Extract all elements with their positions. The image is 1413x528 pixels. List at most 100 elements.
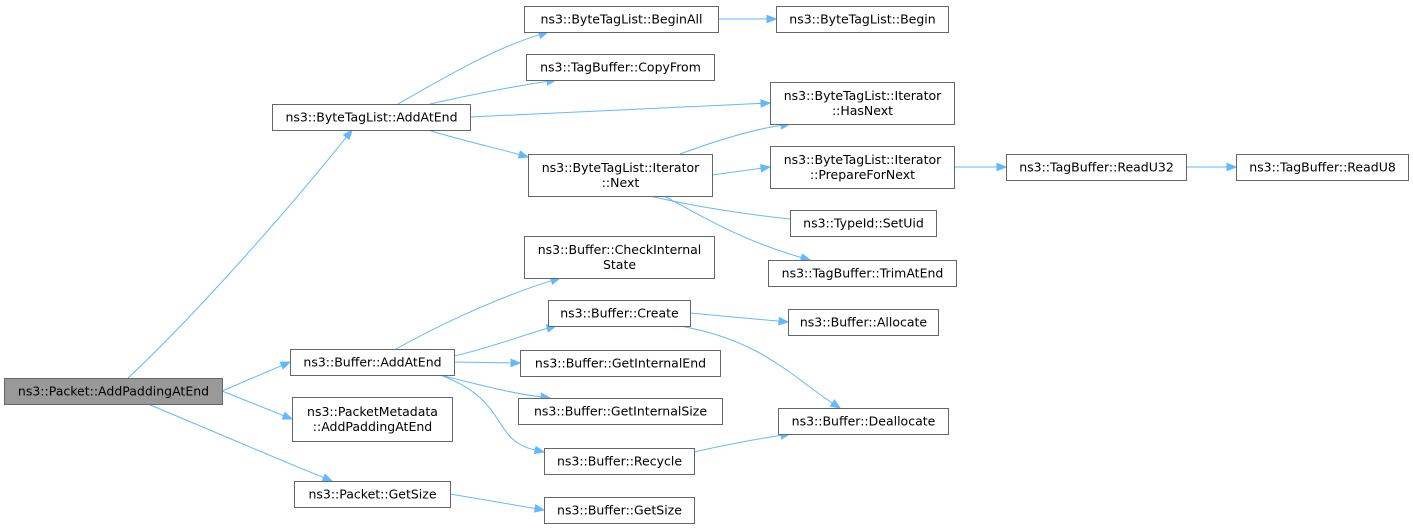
call-graph-nodes: ns3::Packet::AddPaddingAtEnd ns3::ByteTag… (4, 6, 1409, 524)
node-box (520, 350, 721, 377)
node-label: ns3::TagBuffer::ReadU8 (1249, 160, 1396, 175)
node-label: ns3::ByteTagList::Iterator (784, 88, 942, 103)
edge-arrowhead-buf_create-to-buf_dealloc (829, 399, 842, 409)
edge-buf_addatend-to-buf_recycle (439, 374, 536, 451)
node-box (544, 448, 695, 475)
node-box (776, 6, 949, 33)
node-tb_readu32[interactable]: ns3::TagBuffer::ReadU32 (1006, 154, 1187, 181)
node-label: ns3::Buffer::GetInternalEnd (535, 356, 706, 371)
edge-btl_addatend-to-it_hasnext (469, 102, 762, 118)
node-pkt_getsize[interactable]: ns3::Packet::GetSize (294, 481, 451, 508)
node-label: ns3::Buffer::Recycle (557, 454, 682, 469)
node-box (1236, 154, 1409, 181)
edge-root-to-buf_addatend (221, 365, 282, 392)
node-box (1006, 154, 1187, 181)
node-label: ::Next (602, 175, 640, 190)
edge-buf_recycle-to-buf_dealloc (693, 434, 782, 453)
node-label: ns3::PacketMetadata (307, 404, 438, 419)
node-tb_readu8[interactable]: ns3::TagBuffer::ReadU8 (1236, 154, 1409, 181)
edge-btl_addatend-to-it_next (427, 129, 520, 156)
node-buf_addatend[interactable]: ns3::Buffer::AddAtEnd (290, 349, 455, 376)
edge-arrowhead-it_next-to-it_prepare (759, 164, 772, 173)
node-box (272, 104, 471, 131)
edge-arrowhead-btl_addatend-to-it_next (517, 150, 530, 159)
node-box (528, 154, 713, 197)
node-tb_copyfrom[interactable]: ns3::TagBuffer::CopyFrom (526, 54, 715, 81)
node-buf_allocate[interactable]: ns3::Buffer::Allocate (788, 309, 939, 336)
node-label: ns3::Buffer::AddAtEnd (303, 355, 441, 370)
edge-arrowhead-root-to-buf_addatend (279, 361, 292, 370)
node-label: ns3::TagBuffer::CopyFrom (540, 60, 701, 75)
node-label: ns3::TagBuffer::TrimAtEnd (782, 266, 944, 281)
edge-btl_addatend-to-tb_copyfrom (429, 80, 548, 105)
node-box (524, 236, 715, 279)
node-label: ns3::Packet::AddPaddingAtEnd (18, 384, 209, 399)
node-it_next[interactable]: ns3::ByteTagList::Iterator::Next (528, 154, 713, 197)
node-label: ::HasNext (832, 103, 893, 118)
node-it_hasnext[interactable]: ns3::ByteTagList::Iterator::HasNext (770, 82, 955, 125)
node-label: ns3::TagBuffer::ReadU32 (1019, 160, 1174, 175)
node-label: ns3::Buffer::Deallocate (792, 414, 936, 429)
node-buf_getintsize[interactable]: ns3::Buffer::GetInternalSize (518, 398, 723, 425)
node-box (790, 210, 937, 237)
edge-buf_addatend-to-buf_getend (453, 361, 512, 364)
node-label: ns3::Buffer::GetInternalSize (534, 404, 707, 419)
node-box (768, 260, 957, 287)
node-label: ns3::Buffer::CheckInternal (538, 242, 702, 257)
edge-it_next-to-tb_trim (663, 195, 802, 259)
node-buf_create[interactable]: ns3::Buffer::Create (548, 300, 691, 327)
node-box (4, 378, 223, 405)
node-root[interactable]: ns3::Packet::AddPaddingAtEnd (4, 378, 223, 405)
node-tb_trim[interactable]: ns3::TagBuffer::TrimAtEnd (768, 260, 957, 287)
edge-buf_addatend-to-buf_getintsize (439, 374, 542, 398)
node-buf_dealloc[interactable]: ns3::Buffer::Deallocate (778, 408, 949, 435)
node-box (770, 146, 955, 189)
edge-arrowhead-buf_addatend-to-buf_recycle (533, 445, 546, 455)
edge-arrowhead-root-to-pkt_getsize (321, 473, 334, 482)
node-box (524, 6, 719, 33)
edge-it_next-to-tid_setuid (649, 195, 792, 220)
node-buf_getsize[interactable]: ns3::Buffer::GetSize (544, 497, 695, 524)
edge-arrowhead-buf_create-to-buf_allocate (778, 316, 790, 326)
node-tid_setuid[interactable]: ns3::TypeId::SetUid (790, 210, 937, 237)
node-box (778, 408, 949, 435)
node-buf_getend[interactable]: ns3::Buffer::GetInternalEnd (520, 350, 721, 377)
node-btl_addatend[interactable]: ns3::ByteTagList::AddAtEnd (272, 104, 471, 131)
node-label: ns3::ByteTagList::Iterator (784, 152, 942, 167)
edge-arrowhead-it_prepare-to-tb_readu32 (996, 162, 1008, 172)
node-btl_begin[interactable]: ns3::ByteTagList::Begin (776, 6, 949, 33)
edge-btl_addatend-to-btl_beginall (397, 34, 540, 105)
node-label: ns3::TypeId::SetUid (803, 216, 924, 231)
edge-arrowhead-pkt_getsize-to-buf_getsize (533, 504, 546, 513)
edge-arrowhead-buf_addatend-to-buf_getend (510, 358, 522, 368)
edge-pkt_getsize-to-buf_getsize (449, 493, 536, 509)
edge-it_next-to-it_hasnext (679, 124, 782, 155)
node-box (518, 398, 723, 425)
node-btl_beginall[interactable]: ns3::ByteTagList::BeginAll (524, 6, 719, 33)
edge-root-to-pkt_getsize (147, 403, 324, 479)
node-label: ns3::Buffer::Create (560, 306, 679, 321)
node-label: ns3::ByteTagList::Begin (789, 12, 935, 27)
node-label: ns3::ByteTagList::Iterator (542, 160, 700, 175)
node-box (526, 54, 715, 81)
edge-it_next-to-it_prepare (711, 167, 762, 176)
edge-arrowhead-root-to-btl_addatend (342, 128, 353, 141)
node-box (788, 309, 939, 336)
edge-buf_create-to-buf_allocate (689, 312, 780, 322)
node-it_prepare[interactable]: ns3::ByteTagList::Iterator::PrepareForNe… (770, 146, 955, 189)
node-box (544, 497, 695, 524)
node-buf_recycle[interactable]: ns3::Buffer::Recycle (544, 448, 695, 475)
node-pm_addpadding[interactable]: ns3::PacketMetadata::AddPaddingAtEnd (292, 397, 453, 442)
edge-arrowhead-btl_addatend-to-it_hasnext (760, 99, 772, 108)
node-label: ::PrepareForNext (810, 167, 915, 182)
node-label: ns3::Buffer::Allocate (800, 315, 928, 330)
node-label: State (603, 257, 636, 272)
edge-buf_create-to-buf_dealloc (679, 325, 833, 404)
node-box (294, 481, 451, 508)
call-graph-edges (127, 14, 1238, 513)
node-label: ::AddPaddingAtEnd (313, 419, 432, 434)
node-label: ns3::ByteTagList::BeginAll (541, 12, 703, 27)
node-box (548, 300, 691, 327)
